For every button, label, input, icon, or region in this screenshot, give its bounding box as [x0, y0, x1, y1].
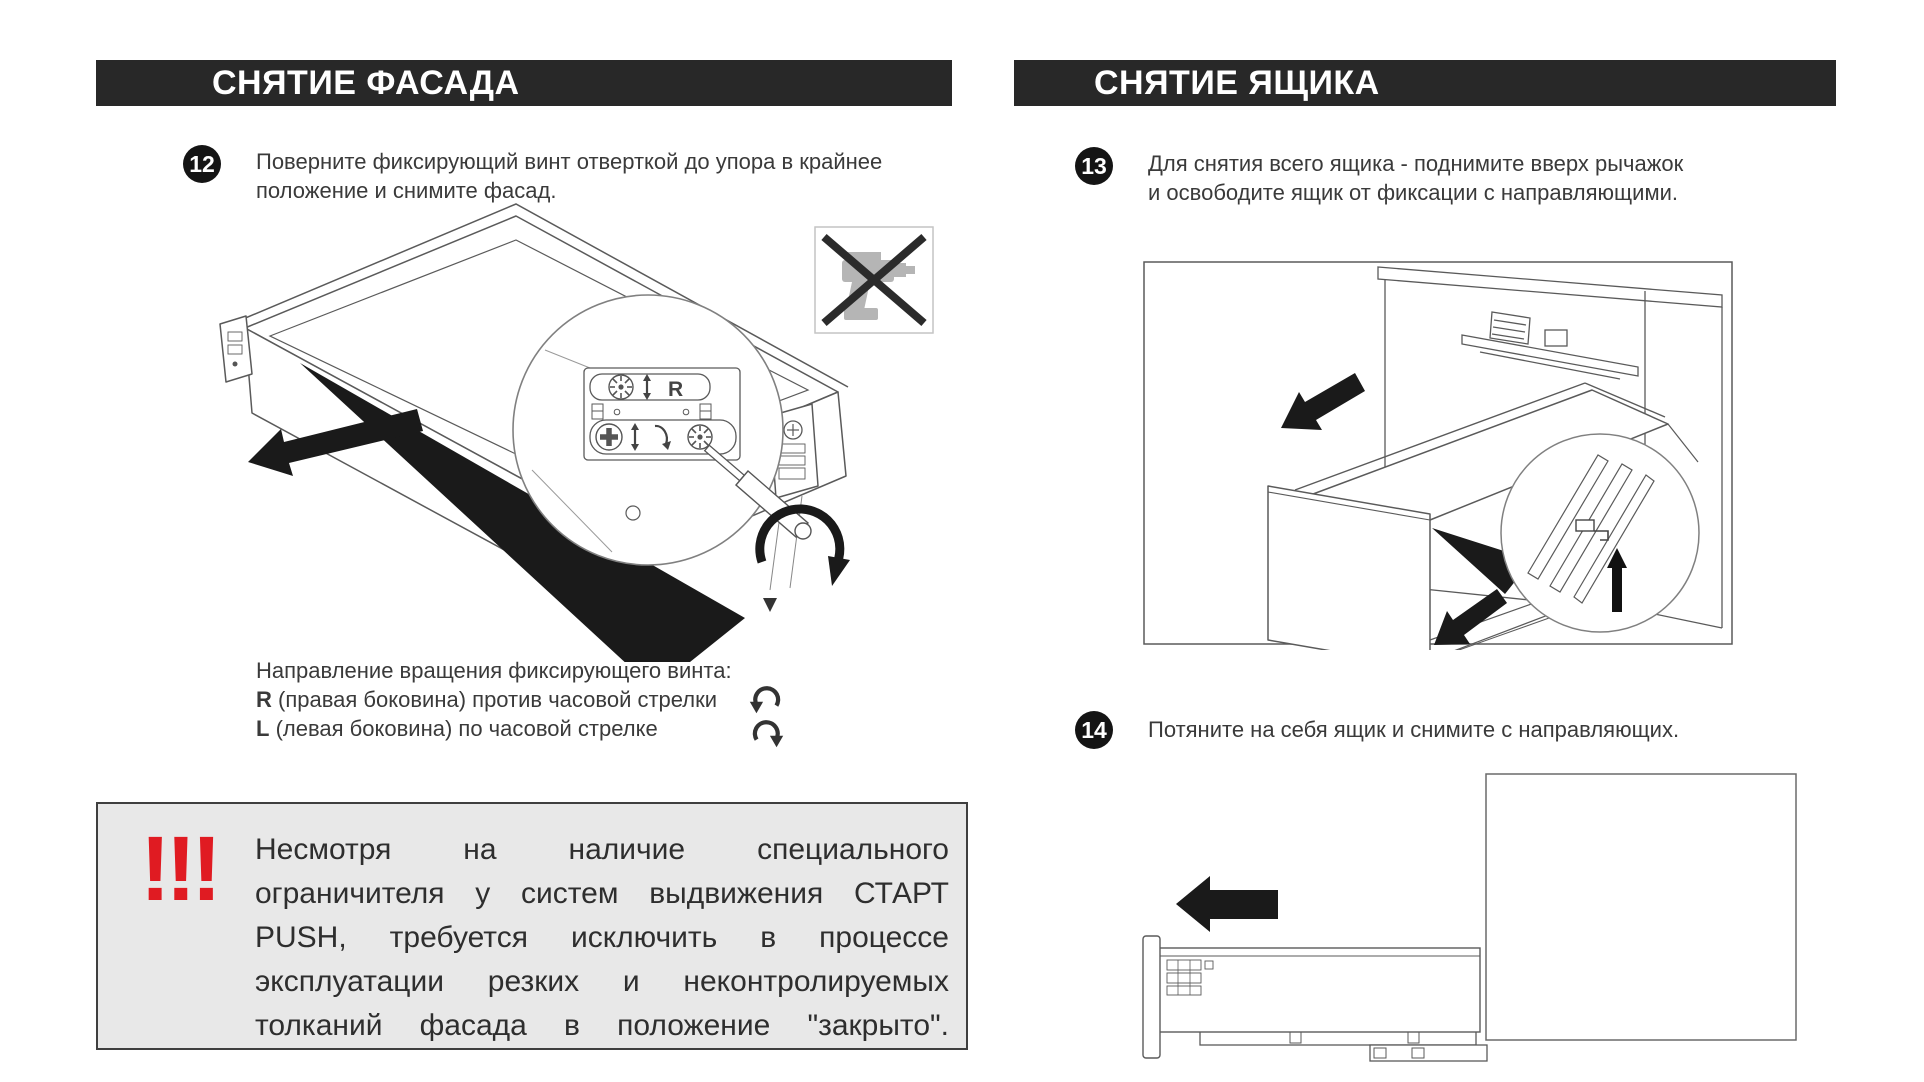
pull-out-arrow — [1281, 373, 1365, 430]
left-section-header: СНЯТИЕ ФАСАДА — [96, 60, 952, 106]
step-12-line-2: положение и снимите фасад. — [256, 178, 557, 203]
counterclockwise-icon — [749, 686, 781, 714]
left-section-title: СНЯТИЕ ФАСАДА — [212, 64, 520, 102]
step-12-badge: 12 — [183, 145, 221, 183]
step-12-line-1: Поверните фиксирующий винт отверткой до … — [256, 149, 883, 174]
warning-line-5: толканий фасада в положение "закрыто". — [255, 1009, 949, 1042]
no-drill-icon — [814, 226, 934, 334]
lift-lever-up-arrow — [1607, 548, 1627, 612]
magnifier-detail: R — [512, 294, 784, 566]
fixing-screw-icon — [687, 424, 713, 450]
step-14-badge: 14 — [1075, 711, 1113, 749]
step-14-line-1: Потяните на себя ящик и снимите с направ… — [1148, 717, 1680, 742]
step-13-line-2: и освободите ящик от фиксации с направля… — [1148, 180, 1678, 205]
warning-line-2: ограничителя у систем выдвижения СТАРТ — [255, 877, 949, 910]
warning-line-3: PUSH, требуется исключить в процессе — [255, 921, 949, 954]
rotate-hint-arrow — [654, 424, 668, 445]
facade-removal-figure: R — [219, 203, 934, 662]
drawer-pulled-out — [1267, 382, 1699, 650]
warning-box: !!! Несмотря на наличие специального огр… — [96, 802, 968, 1050]
drawer-side-view — [1142, 935, 1481, 1059]
gear-screw-icon — [608, 374, 634, 400]
warning-marks: !!! — [140, 818, 222, 920]
side-marking-label: R — [668, 378, 683, 401]
step-14-text: Потяните на себя ящик и снимите с направ… — [1148, 715, 1679, 744]
drawer-removal-figure — [1142, 773, 1797, 1062]
pull-direction-arrow — [1176, 876, 1278, 932]
up-down-arrow-icon — [631, 423, 639, 451]
latch-magnifier-detail — [1500, 433, 1700, 633]
pull-direction-arrow — [248, 409, 423, 476]
drawer-release-figure — [1143, 261, 1733, 650]
callout-wedge — [1432, 528, 1532, 594]
warning-line-4: эксплуатации резких и неконтролируемых — [255, 965, 949, 998]
step-13-text: Для снятия всего ящика - поднимите вверх… — [1148, 149, 1683, 207]
rotation-direction-note: Направление вращения фиксирующего винта:… — [256, 656, 796, 743]
slide-out-arrow — [1434, 589, 1507, 645]
clockwise-icon — [752, 720, 784, 748]
step-13-badge: 13 — [1075, 147, 1113, 185]
rotate-hint-arrowhead — [662, 441, 671, 450]
up-down-arrow-icon — [643, 374, 651, 400]
step-12-text: Поверните фиксирующий винт отверткой до … — [256, 147, 882, 205]
warning-line-1: Несмотря на наличие специального — [255, 833, 949, 866]
rotation-note-left: L (левая боковина) по часовой стрелке — [256, 716, 658, 741]
rotation-arrow — [755, 504, 845, 568]
slide-rails — [1199, 1029, 1488, 1062]
rotation-note-title: Направление вращения фиксирующего винта: — [256, 658, 732, 683]
phillips-screw-icon — [595, 423, 623, 451]
callout-wedge — [300, 363, 745, 662]
rotation-note-right: R (правая боковина) против часовой стрел… — [256, 687, 718, 712]
warning-text: Несмотря на наличие специального огранич… — [255, 828, 949, 1048]
right-section-title: СНЯТИЕ ЯЩИКА — [1094, 64, 1380, 102]
screwdriver — [703, 444, 850, 586]
step-13-line-1: Для снятия всего ящика - поднимите вверх… — [1148, 151, 1684, 176]
cabinet-side — [1485, 773, 1797, 1041]
right-section-header: СНЯТИЕ ЯЩИКА — [1014, 60, 1836, 106]
